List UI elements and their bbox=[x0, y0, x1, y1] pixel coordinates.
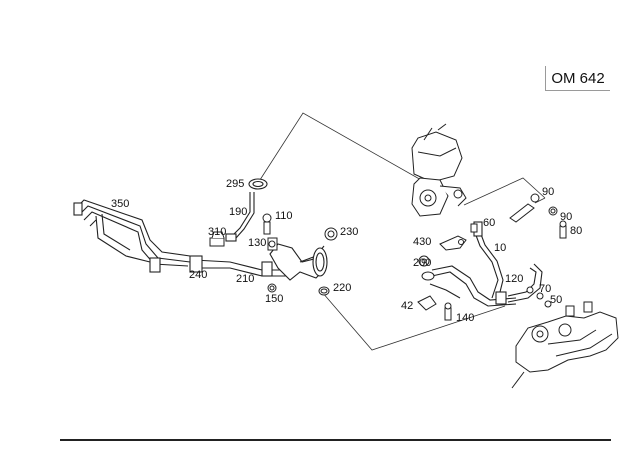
callout-70: 70 bbox=[539, 283, 551, 295]
callout-230: 230 bbox=[340, 226, 358, 238]
callout-350: 350 bbox=[111, 198, 129, 210]
fittings-center bbox=[417, 223, 552, 321]
engine-model-label: OM 642 bbox=[545, 66, 610, 91]
hose-assembly-210 bbox=[189, 243, 328, 281]
callout-42: 42 bbox=[401, 300, 413, 312]
callout-80: 80 bbox=[570, 225, 582, 237]
callout-60: 60 bbox=[483, 217, 495, 229]
callout-310: 310 bbox=[208, 226, 226, 238]
callout-labels: 350 295 190 110 310 130 230 240 210 220 … bbox=[111, 178, 582, 324]
small-parts-left bbox=[209, 213, 338, 296]
line-190 bbox=[225, 178, 268, 242]
callout-90-lower: 90 bbox=[560, 211, 572, 223]
callout-220: 220 bbox=[333, 282, 351, 294]
steering-gear bbox=[511, 301, 619, 389]
engine-model-text: OM 642 bbox=[551, 69, 605, 87]
callout-50: 50 bbox=[550, 294, 562, 306]
footer-divider bbox=[60, 439, 611, 441]
callout-295: 295 bbox=[226, 178, 244, 190]
callout-130: 130 bbox=[248, 237, 266, 249]
oil-pipe-350 bbox=[73, 199, 191, 273]
callout-150: 150 bbox=[265, 293, 283, 305]
callout-430: 430 bbox=[413, 236, 431, 248]
callout-120: 120 bbox=[505, 273, 523, 285]
callout-210: 210 bbox=[236, 273, 254, 285]
pressure-hose-10 bbox=[429, 221, 543, 307]
callout-90-top: 90 bbox=[542, 186, 554, 198]
callout-200: 200 bbox=[413, 257, 431, 269]
callout-10: 10 bbox=[494, 242, 506, 254]
callout-240: 240 bbox=[189, 269, 207, 281]
steering-pump bbox=[411, 123, 467, 217]
cooler-line-90 bbox=[509, 193, 567, 239]
leader-lines bbox=[257, 112, 546, 351]
callout-140: 140 bbox=[456, 312, 474, 324]
callout-190: 190 bbox=[229, 206, 247, 218]
callout-110: 110 bbox=[275, 210, 293, 222]
